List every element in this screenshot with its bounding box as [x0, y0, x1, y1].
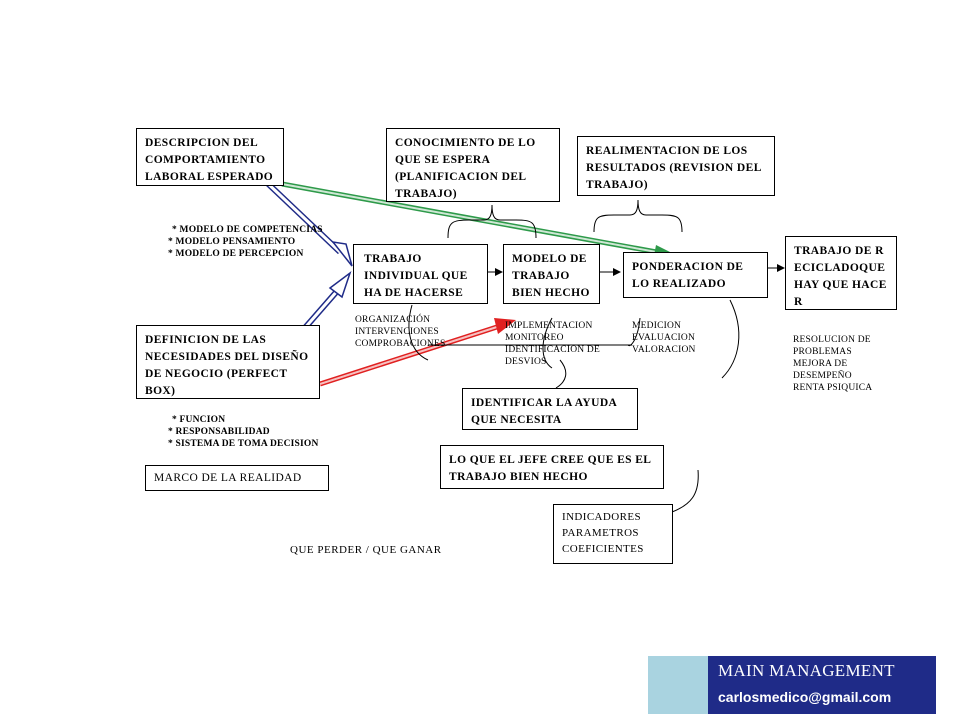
curve-implementacion: [542, 317, 553, 369]
blue-arrow-from-descripcion: [259, 175, 353, 267]
notes-modelos: * MODELO DE COMPETENCIAS * MODELO PENSAM…: [168, 224, 323, 260]
note-line: * MODELO DE PERCEPCION: [168, 249, 304, 259]
note-line: PROBLEMAS: [793, 347, 852, 357]
note-line: RESOLUCION DE: [793, 335, 871, 345]
brace-realimentacion: [593, 199, 683, 233]
note-line: * MODELO DE COMPETENCIAS: [172, 225, 323, 235]
note-line: VALORACION: [632, 345, 696, 355]
notes-funcion: * FUNCION * RESPONSABILIDAD * SISTEMA DE…: [168, 414, 319, 450]
box-indicadores: INDICADORES PARAMETROS COEFICIENTES: [553, 504, 673, 564]
note-line: IDENTIFICACION DE: [505, 345, 600, 355]
box-marco: MARCO DE LA REALIDAD: [145, 465, 329, 491]
box-trabajo-individual: TRABAJO INDIVIDUAL QUE HA DE HACERSE: [353, 244, 488, 304]
curve-jefe-indicadores: [671, 469, 699, 513]
box-realimentacion: REALIMENTACION DE LOS RESULTADOS (REVISI…: [577, 136, 775, 196]
curve-ponderacion-down: [721, 299, 740, 379]
note-line: * MODELO PENSAMIENTO: [168, 237, 296, 247]
caption-perder-ganar: QUE PERDER / QUE GANAR: [290, 544, 442, 556]
coeficientes-line: COEFICIENTES: [562, 543, 644, 555]
box-definicion: DEFINICION DE LAS NECESIDADES DEL DISEÑO…: [136, 325, 320, 399]
box-reciclado: TRABAJO DE RECICLADOQUE HAY QUE HACER: [785, 236, 897, 310]
red-arrow: [319, 318, 516, 387]
note-line: EVALUACION: [632, 333, 696, 343]
box-descripcion: DESCRIPCION DEL COMPORTAMIENTO LABORAL E…: [136, 128, 284, 186]
note-line: IMPLEMENTACION: [505, 321, 593, 331]
brace-conocimiento: [447, 204, 537, 239]
notes-organizacion: ORGANIZACIÓN INTERVENCIONES COMPROBACION…: [355, 314, 445, 350]
box-jefe: LO QUE EL JEFE CREE QUE ES EL TRABAJO BI…: [440, 445, 664, 489]
note-line: MONITOREO: [505, 333, 564, 343]
notes-resolucion: RESOLUCION DE PROBLEMAS MEJORA DE DESEMP…: [793, 334, 872, 394]
indicadores-line: INDICADORES: [562, 511, 641, 523]
note-line: RENTA PSIQUICA: [793, 383, 873, 393]
note-line: DESEMPEÑO: [793, 371, 852, 381]
note-line: INTERVENCIONES: [355, 327, 439, 337]
note-line: * RESPONSABILIDAD: [168, 427, 270, 437]
box-modelo: MODELO DE TRABAJO BIEN HECHO: [503, 244, 600, 304]
note-line: * FUNCION: [172, 415, 226, 425]
notes-implementacion: IMPLEMENTACION MONITOREO IDENTIFICACION …: [505, 320, 600, 368]
notes-medicion: MEDICION EVALUACION VALORACION: [632, 320, 696, 356]
curve-medicion: [627, 317, 641, 347]
note-line: DESVIOS: [505, 357, 547, 367]
logo-right-panel: MAIN MANAGEMENT carlosmedico@gmail.com: [708, 656, 936, 714]
note-line: MEJORA DE: [793, 359, 848, 369]
curve-identificar: [555, 359, 567, 389]
logo-email: carlosmedico@gmail.com: [718, 689, 892, 705]
logo-title: MAIN MANAGEMENT: [718, 661, 895, 680]
box-conocimiento: CONOCIMIENTO DE LO QUE SE ESPERA (PLANIF…: [386, 128, 560, 202]
box-identificar: IDENTIFICAR LA AYUDA QUE NECESITA: [462, 388, 638, 430]
curve-organizacion: [408, 304, 429, 361]
logo-left-panel: [648, 656, 708, 714]
note-line: ORGANIZACIÓN: [355, 315, 431, 325]
box-ponderacion: PONDERACION DE LO REALIZADO: [623, 252, 768, 298]
note-line: * SISTEMA DE TOMA DECISION: [168, 439, 319, 449]
note-line: COMPROBACIONES: [355, 339, 446, 349]
note-line: MEDICION: [632, 321, 682, 331]
parametros-line: PARAMETROS: [562, 527, 639, 539]
